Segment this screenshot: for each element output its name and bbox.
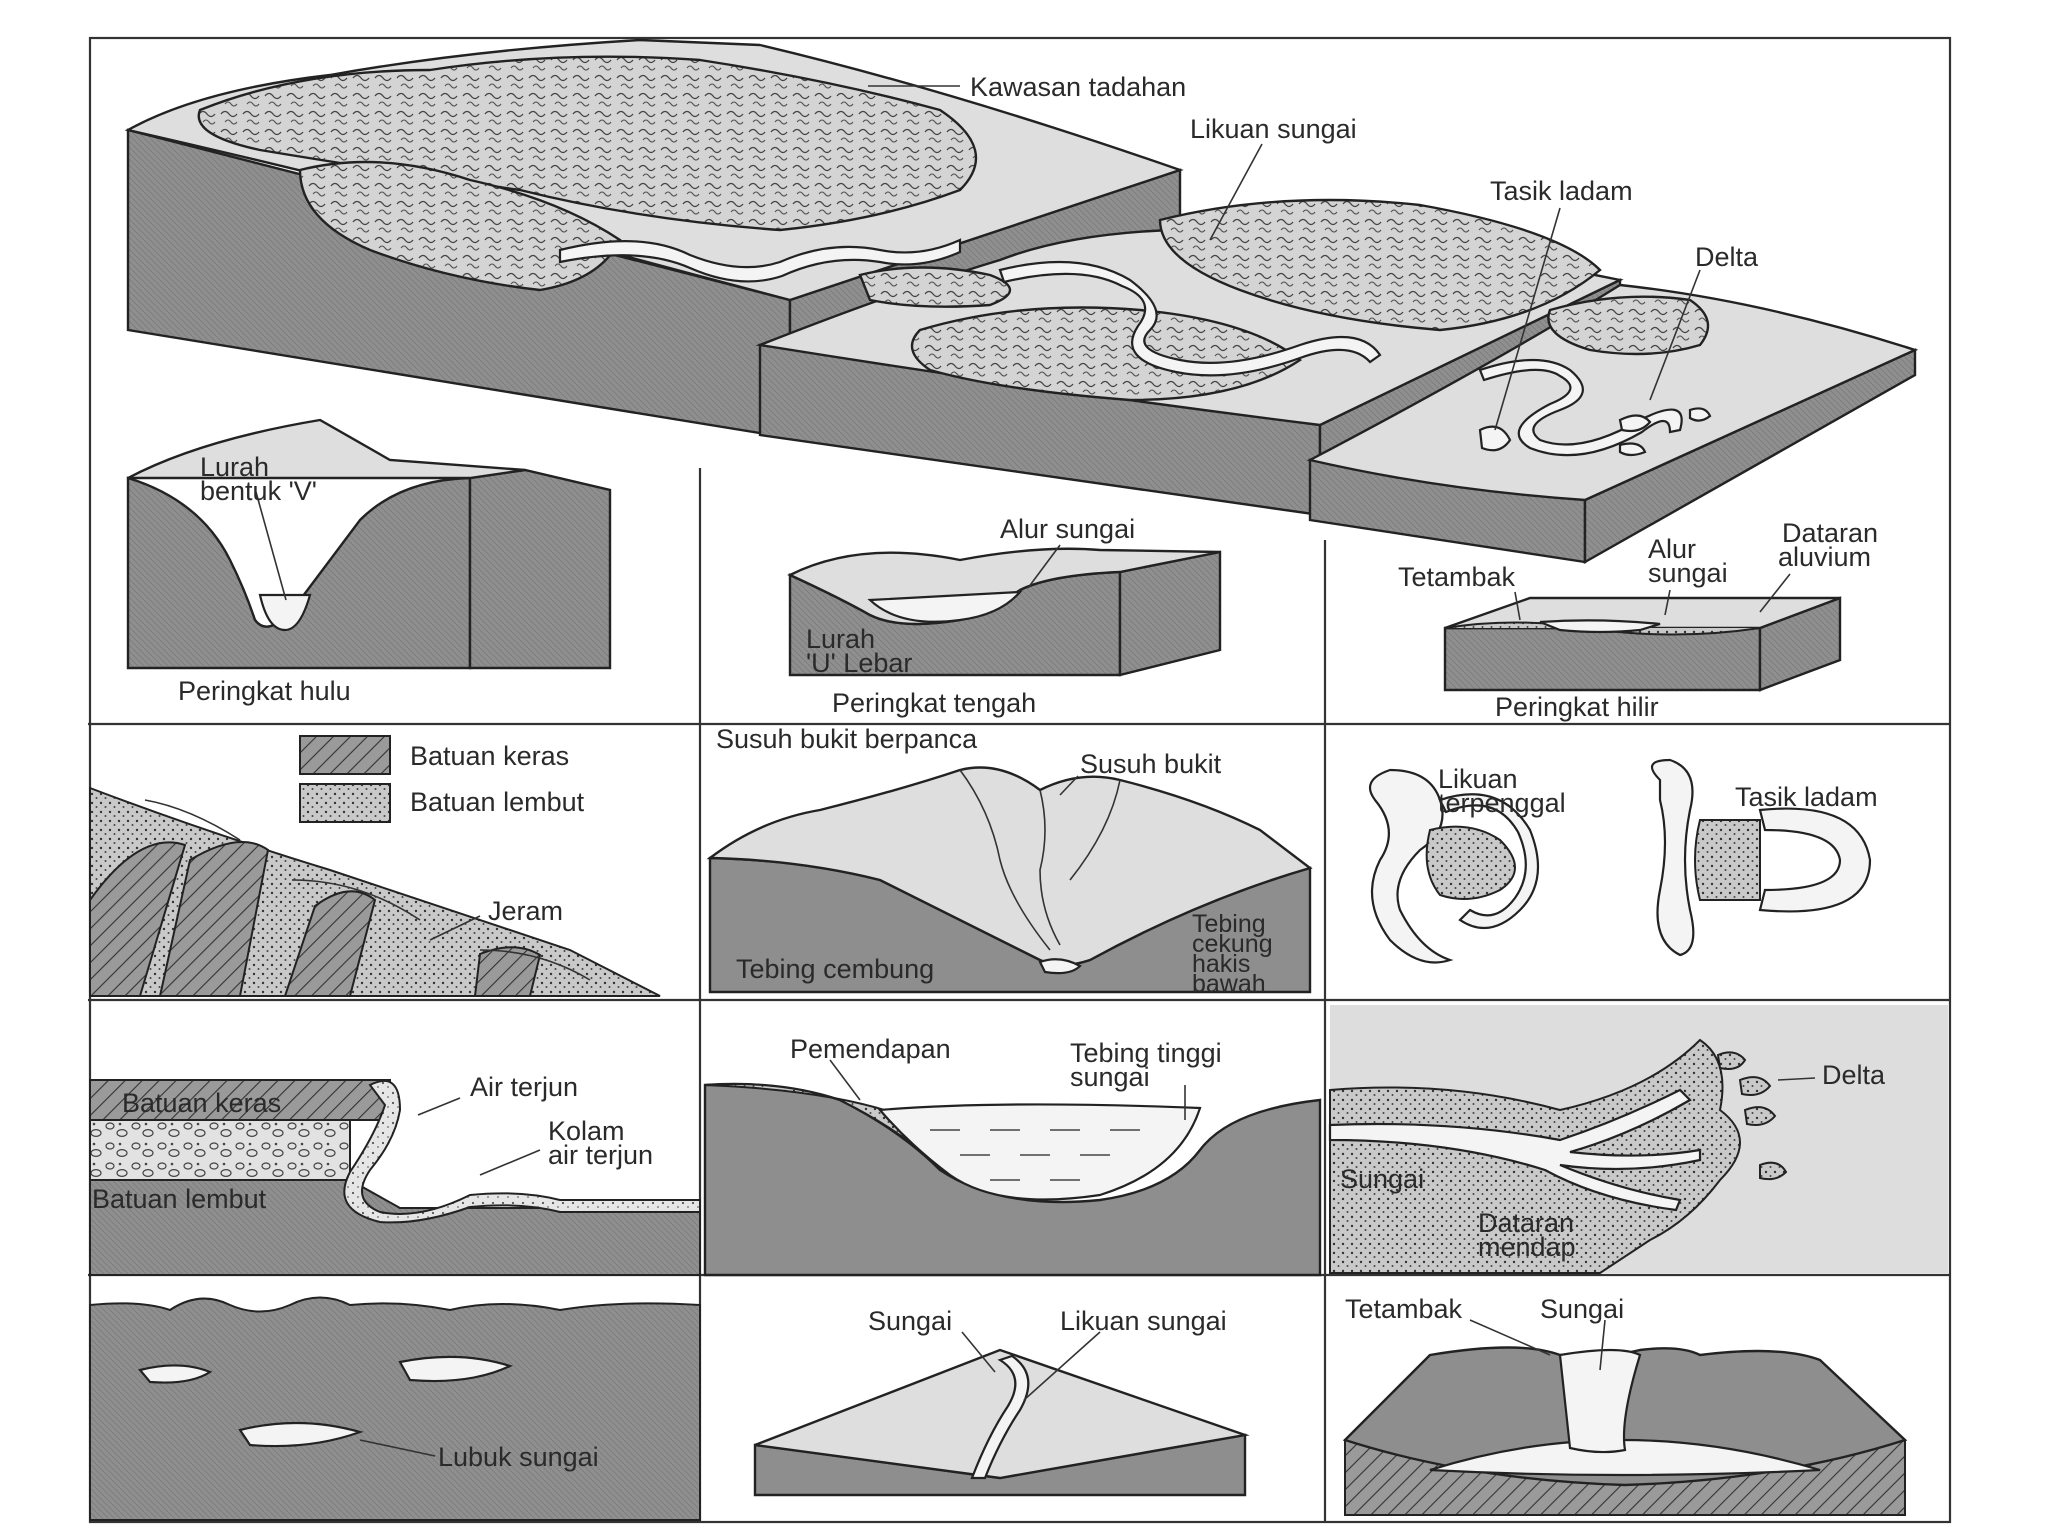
label-tasik-ladam-small: Tasik ladam xyxy=(1735,782,1878,812)
label-batuan-keras-fall: Batuan keras xyxy=(122,1088,281,1118)
label-batuan-lembut-fall: Batuan lembut xyxy=(92,1184,267,1214)
legend-swatch-keras xyxy=(299,735,391,775)
label-alur-sungai: Alur sungai xyxy=(1000,514,1135,544)
label-lurah-u-2: 'U' Lebar xyxy=(806,648,912,678)
label-delta-small: Delta xyxy=(1822,1060,1886,1090)
label-sungai-delta: Sungai xyxy=(1340,1164,1424,1194)
label-lurah-v-2: bentuk 'V' xyxy=(200,476,317,506)
panel-tetambak: Tetambak Sungai xyxy=(1342,1294,1908,1516)
label-tebing-tinggi-2: sungai xyxy=(1070,1062,1150,1092)
label-susuh-bukit-berpanca: Susuh bukit berpanca xyxy=(716,724,978,754)
panel-delta: Delta Sungai Dataran mendap xyxy=(1328,1005,1948,1274)
cross-section-hilir: Tetambak Alur sungai Dataran aluvium Per… xyxy=(1398,518,1878,722)
label-likuan-terpenggal-2: terpenggal xyxy=(1438,788,1566,818)
label-tebing-cekung-1: Tebing xyxy=(1192,910,1266,938)
label-tetambak-small: Tetambak xyxy=(1345,1294,1463,1324)
label-lurah-v-1: Lurah xyxy=(200,452,269,482)
label-tebing-cekung-4: bawah xyxy=(1192,970,1266,998)
label-tetambak: Tetambak xyxy=(1398,562,1516,592)
panel-lubuk-sungai: Lubuk sungai xyxy=(89,1296,701,1521)
main-labels: Kawasan tadahan Likuan sungai Tasik lada… xyxy=(868,72,1759,431)
label-likuan-sungai: Likuan sungai xyxy=(1190,114,1357,144)
label-dataran-mendap-1: Dataran xyxy=(1478,1208,1574,1238)
label-likuan-terpenggal-1: Likuan xyxy=(1438,764,1518,794)
label-alur-1: Alur xyxy=(1648,534,1696,564)
label-peringkat-hulu: Peringkat hulu xyxy=(178,676,351,706)
label-delta: Delta xyxy=(1695,242,1759,272)
label-likuan-sungai-small: Likuan sungai xyxy=(1060,1306,1227,1336)
legend-swatch-lembut xyxy=(299,783,391,823)
main-block-diagram xyxy=(124,38,1919,565)
label-dataran-aluvium-2: aluvium xyxy=(1778,542,1871,572)
label-lurah-u-1: Lurah xyxy=(806,624,875,654)
panel-air-terjun: Air terjun Batuan keras Kolam air terjun… xyxy=(89,1072,701,1276)
label-kolam-2: air terjun xyxy=(548,1140,653,1170)
label-pemendapan: Pemendapan xyxy=(790,1034,951,1064)
cross-section-hulu: Lurah bentuk 'V' Peringkat hulu xyxy=(126,418,612,706)
panel-jeram: Batuan keras Batuan lembut Jeram xyxy=(89,735,661,997)
label-kolam-1: Kolam xyxy=(548,1116,625,1146)
panel-pemendapan: Pemendapan Tebing tinggi sungai xyxy=(703,1034,1322,1277)
label-tebing-cembung: Tebing cembung xyxy=(736,954,934,984)
label-tebing-tinggi-1: Tebing tinggi xyxy=(1070,1038,1222,1068)
label-dataran-mendap-2: mendap xyxy=(1478,1232,1576,1262)
cross-section-tengah: Alur sungai Lurah 'U' Lebar Peringkat te… xyxy=(787,514,1222,718)
label-susuh-bukit: Susuh bukit xyxy=(1080,749,1222,779)
label-peringkat-hilir: Peringkat hilir xyxy=(1495,692,1659,722)
panel-likuan-meander: Sungai Likuan sungai xyxy=(753,1306,1250,1497)
label-sungai-levee: Sungai xyxy=(1540,1294,1624,1324)
legend-keras-label: Batuan keras xyxy=(410,741,569,771)
label-tebing-cekung-3: hakis xyxy=(1192,950,1250,978)
label-jeram: Jeram xyxy=(488,896,563,926)
label-tebing-cekung-2: cekung xyxy=(1192,930,1273,958)
legend-lembut-label: Batuan lembut xyxy=(410,787,585,817)
panel-meander-cutoff: Likuan terpenggal Tasik ladam xyxy=(1368,758,1878,964)
label-air-terjun: Air terjun xyxy=(470,1072,578,1102)
panel-susuh-bukit: Susuh bukit berpanca Susuh bukit Tebing … xyxy=(706,724,1313,998)
label-alur-2: sungai xyxy=(1648,558,1728,588)
label-kawasan-tadahan: Kawasan tadahan xyxy=(970,72,1186,102)
label-tasik-ladam: Tasik ladam xyxy=(1490,176,1633,206)
label-peringkat-tengah: Peringkat tengah xyxy=(832,688,1036,718)
label-sungai-meander: Sungai xyxy=(868,1306,952,1336)
label-dataran-aluvium-1: Dataran xyxy=(1782,518,1878,548)
label-lubuk-sungai: Lubuk sungai xyxy=(438,1442,599,1472)
